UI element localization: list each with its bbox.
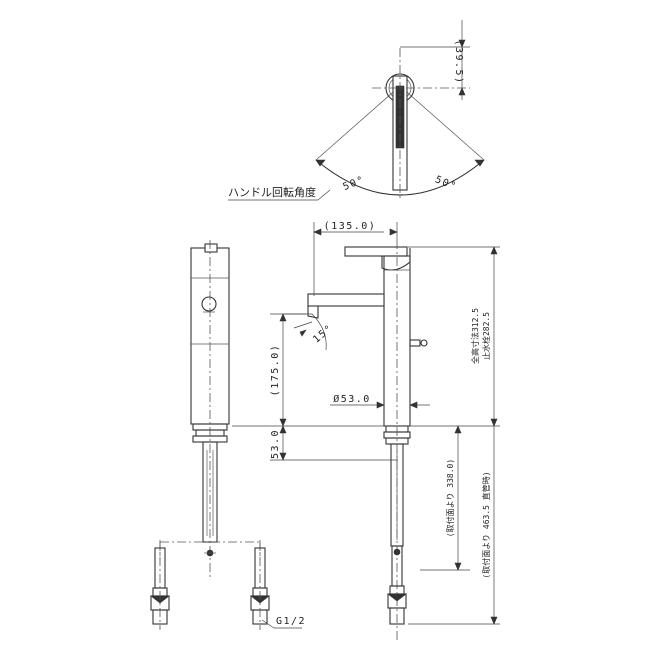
angle-right-label: 50° bbox=[433, 174, 458, 193]
dim-135: (135.0) bbox=[324, 221, 377, 232]
dim-15-degree: 15° bbox=[311, 323, 335, 346]
handle-rotation-label: ハンドル回転角度 bbox=[228, 185, 316, 199]
dim-spout-height: 止水栓282.5 bbox=[481, 312, 491, 360]
dim-175: (175.0) bbox=[270, 344, 281, 397]
top-view: (39.5) 50° 50° ハンドル回転角度 bbox=[228, 20, 485, 201]
dim-install-463: (取付面より 463.5 直管時) bbox=[481, 471, 491, 578]
side-view: G1/2 bbox=[150, 240, 306, 630]
rotation-arc bbox=[315, 159, 485, 196]
dim-diameter-53: Ø53.0 bbox=[333, 393, 371, 405]
dim-install-338: (取付面より 338.0) bbox=[445, 459, 455, 537]
thread-label: G1/2 bbox=[276, 616, 306, 627]
front-handle-lever bbox=[344, 246, 408, 257]
dim-39-5: (39.5) bbox=[453, 39, 464, 84]
side-handle-circle bbox=[201, 296, 217, 312]
angle-left-label: 50° bbox=[342, 174, 367, 193]
front-view: (135.0) 15° (175.0) 53.0 Ø53.0 全高寸法312.5 bbox=[232, 221, 500, 640]
arc-arrow-right bbox=[474, 159, 485, 167]
dim-total-height: 全高寸法312.5 bbox=[470, 308, 480, 364]
dim-53: 53.0 bbox=[270, 429, 281, 459]
arc-arrow-left bbox=[315, 159, 326, 167]
front-spout bbox=[307, 293, 385, 307]
